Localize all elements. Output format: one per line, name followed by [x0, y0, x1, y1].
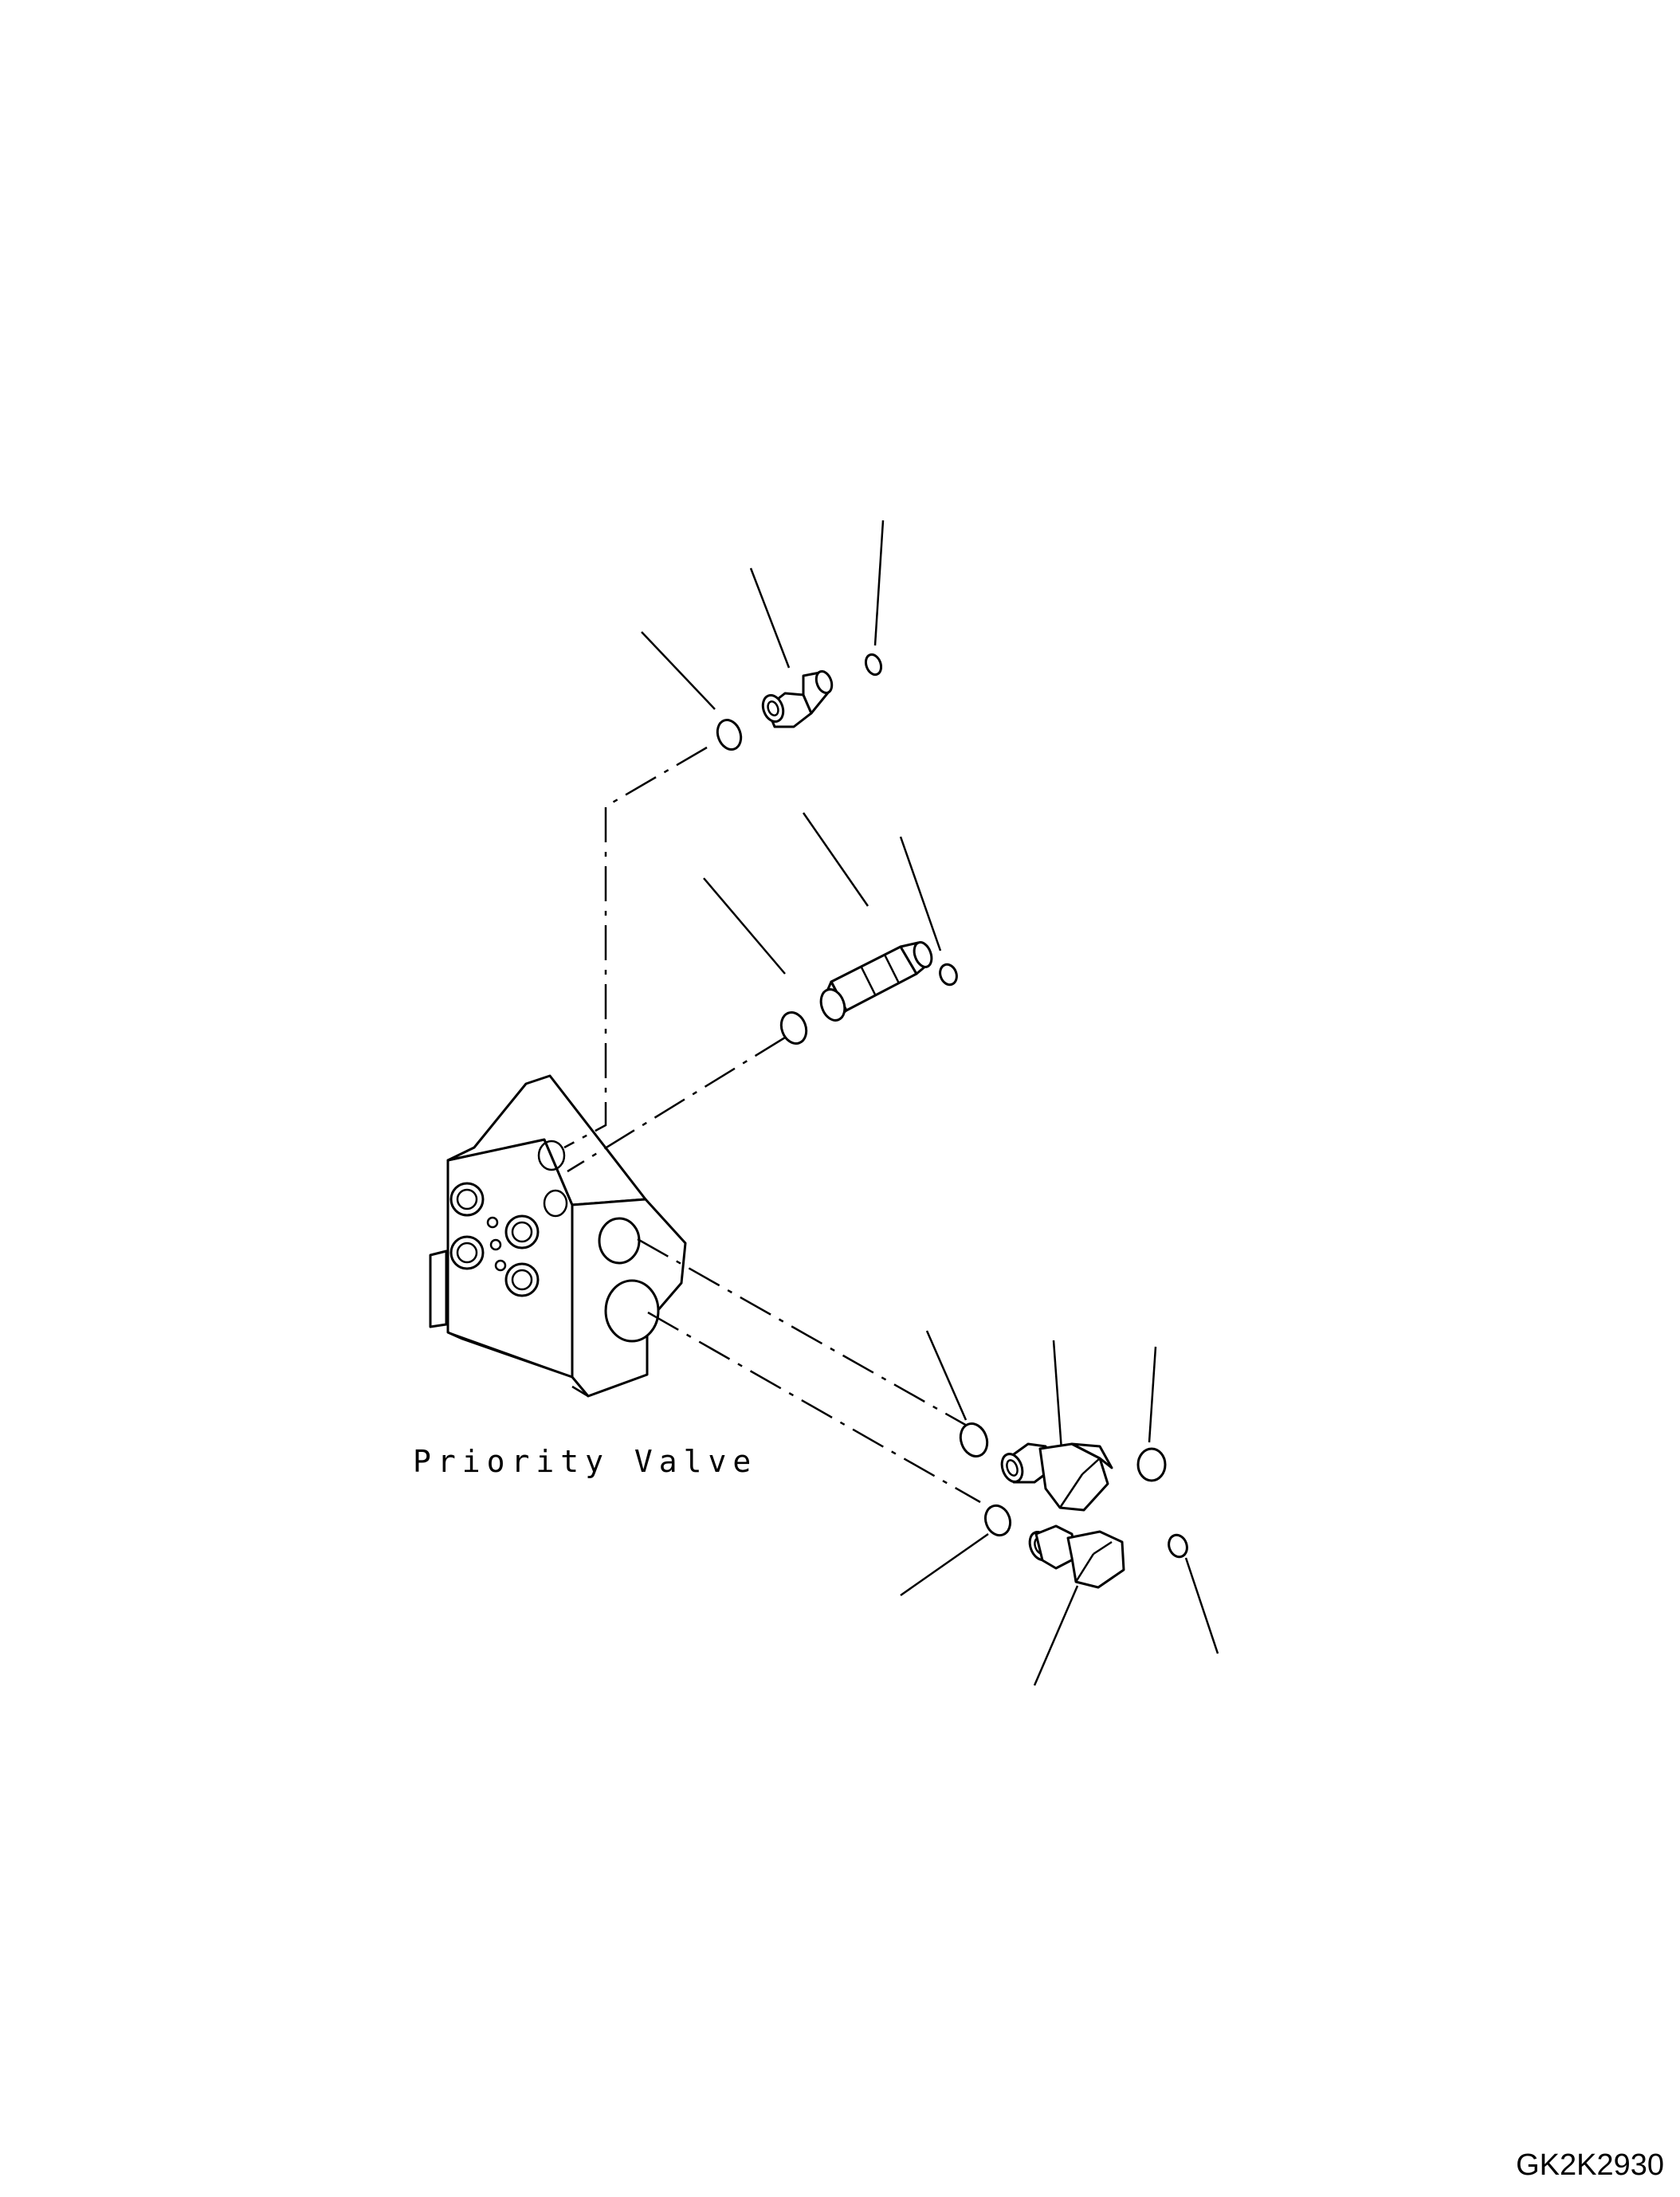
middle-fitting-group — [703, 812, 958, 1045]
leader-line — [802, 812, 869, 907]
leader-line — [641, 631, 716, 710]
leader-line — [873, 520, 885, 646]
elbow-fitting-45 — [1028, 1524, 1125, 1589]
o-ring — [959, 1422, 989, 1457]
leader-line — [703, 877, 786, 975]
o-ring — [983, 1504, 1012, 1537]
check-valve — [819, 941, 933, 1022]
o-ring — [864, 653, 883, 677]
centerline — [637, 1238, 969, 1428]
o-ring — [939, 963, 958, 987]
leader-line — [749, 567, 791, 669]
leader-line — [900, 1532, 989, 1597]
straight-adapter — [761, 669, 834, 728]
o-ring — [1168, 1533, 1188, 1559]
drawing-code: GK2K2930 — [1516, 2148, 1664, 2182]
o-ring — [716, 719, 743, 751]
leader-line — [925, 1330, 968, 1421]
o-ring — [779, 1011, 808, 1045]
elbow-fitting — [1000, 1442, 1113, 1512]
component-label: Priority Valve — [413, 1444, 758, 1479]
priority-valve-body — [429, 1074, 687, 1398]
o-ring — [1136, 1447, 1167, 1482]
leader-line — [1052, 1340, 1063, 1451]
leader-line — [1184, 1557, 1219, 1654]
leader-line — [899, 836, 942, 951]
leader-line — [1033, 1585, 1079, 1686]
centerline — [567, 1036, 786, 1173]
centerline — [563, 746, 708, 1149]
leader-line — [1148, 1346, 1157, 1443]
centerline — [647, 1311, 981, 1504]
top-fitting-group — [641, 520, 885, 751]
lower-fitting-group — [900, 1330, 1219, 1686]
